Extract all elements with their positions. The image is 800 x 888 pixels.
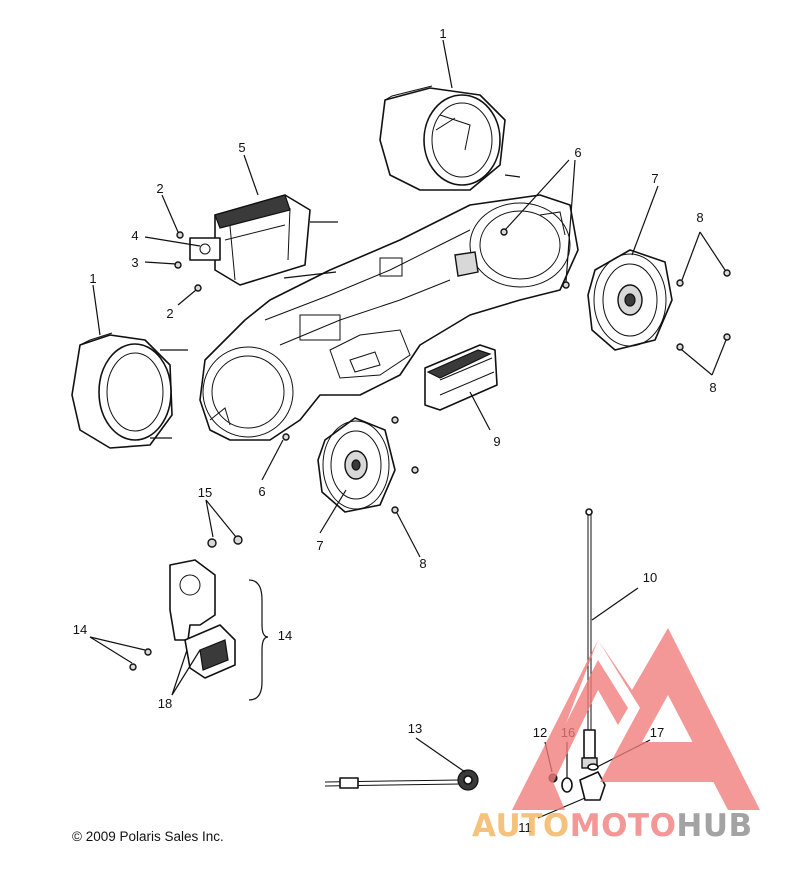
- copyright-notice: © 2009 Polaris Sales Inc.: [72, 829, 224, 844]
- callout-12: 12: [533, 725, 547, 740]
- antenna: [579, 508, 606, 801]
- watermark-logo: AUTOMOTOHUB: [472, 628, 760, 844]
- amplifier: [189, 194, 311, 286]
- callout-9: 9: [493, 434, 500, 449]
- watermark-triangle-outer: [512, 628, 760, 810]
- callout-7-right: 7: [651, 171, 658, 186]
- antenna-cable: [324, 769, 479, 791]
- fairing-housing: [199, 194, 579, 441]
- switch-bracket: [169, 559, 236, 679]
- watermark-text: AUTOMOTOHUB: [472, 808, 753, 844]
- callout-10: 10: [643, 570, 657, 585]
- callout-15: 15: [198, 485, 212, 500]
- speaker-lower: [317, 417, 396, 513]
- radio-unit: [424, 344, 498, 411]
- speaker-right: [587, 249, 673, 351]
- callout-1-lower: 1: [89, 271, 96, 286]
- speaker-pod-upper: [379, 85, 506, 191]
- callout-8-top: 8: [696, 210, 703, 225]
- watermark-triangle-inner: [522, 660, 628, 810]
- callout-14-right: 14: [278, 628, 292, 643]
- callout-14-left: 14: [73, 622, 87, 637]
- callout-8-mid: 8: [709, 380, 716, 395]
- callout-6-upper: 6: [574, 145, 581, 160]
- callout-3: 3: [131, 255, 138, 270]
- speaker-pod-lower: [71, 332, 173, 449]
- callout-1-upper: 1: [439, 26, 446, 41]
- callout-6-lower: 6: [258, 484, 265, 499]
- callout-8-bottom: 8: [419, 556, 426, 571]
- callout-13: 13: [408, 721, 422, 736]
- callout-2-upper: 2: [156, 181, 163, 196]
- callout-11: 11: [518, 820, 532, 835]
- callout-7-lower: 7: [316, 538, 323, 553]
- callout-labels: 1 1 2 2 3 4 5 6 6 7 7 8 8 8 9 10 11 12 1…: [73, 26, 717, 835]
- callout-18: 18: [158, 696, 172, 711]
- callout-17: 17: [650, 725, 664, 740]
- callout-4: 4: [131, 228, 138, 243]
- callout-2-lower: 2: [166, 306, 173, 321]
- callout-5: 5: [238, 140, 245, 155]
